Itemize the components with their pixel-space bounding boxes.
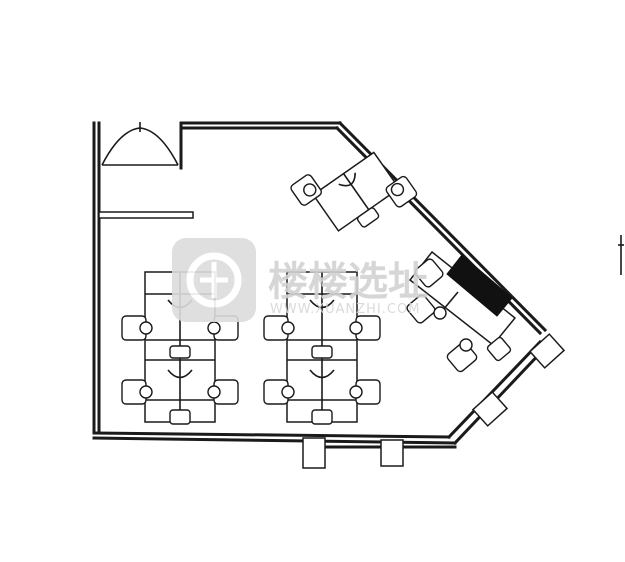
watermark: 楼楼选址 WWW.XUANZHI.COM (172, 238, 428, 322)
column-bottom-mid (380, 439, 404, 467)
workstation-cluster-diagonal-right (406, 250, 517, 373)
storage-cabinet (446, 254, 513, 317)
workstation-cluster-middle (263, 271, 381, 425)
columns (302, 333, 566, 469)
workstation-cluster-diagonal-top (290, 151, 418, 232)
column-diagonal-high (528, 333, 566, 369)
column-bottom-left (302, 437, 326, 469)
double-door (98, 122, 179, 166)
chair (406, 294, 436, 324)
wall-fixture-right (618, 235, 624, 275)
column-diagonal-low (471, 391, 509, 427)
watermark-url: WWW.XUANZHI.COM (270, 302, 420, 317)
chair (414, 258, 444, 288)
watermark-brand: 楼楼选址 (268, 259, 428, 305)
chair (486, 336, 512, 362)
